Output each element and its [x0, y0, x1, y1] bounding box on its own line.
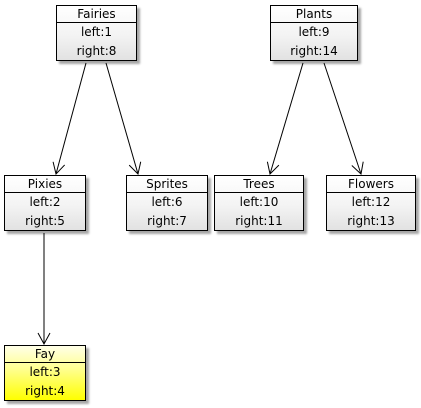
node-left-value: left:9 [298, 25, 330, 39]
node-right-value: right:5 [25, 214, 65, 228]
node-fay[interactable]: Fay left:3 right:4 [4, 345, 86, 401]
node-sprites[interactable]: Sprites left:6 right:7 [126, 175, 208, 231]
node-title: Plants [271, 6, 357, 23]
node-title: Trees [215, 176, 303, 193]
node-title: Flowers [327, 176, 415, 193]
node-title: Fairies [57, 6, 136, 23]
edge-fairies-pixies [52, 62, 87, 176]
node-left-value: left:3 [29, 365, 61, 379]
node-right-value: right:4 [25, 384, 65, 398]
edge-fairies-sprites [105, 62, 142, 176]
node-left-value: left:2 [29, 195, 61, 209]
node-fairies[interactable]: Fairies left:1 right:8 [56, 5, 137, 61]
node-title: Fay [5, 346, 85, 363]
node-plants[interactable]: Plants left:9 right:14 [270, 5, 358, 61]
node-pixies[interactable]: Pixies left:2 right:5 [4, 175, 86, 231]
node-title: Sprites [127, 176, 207, 193]
node-left-value: left:12 [351, 195, 391, 209]
node-left-value: left:6 [151, 195, 183, 209]
node-flowers[interactable]: Flowers left:12 right:13 [326, 175, 416, 231]
node-right-value: right:8 [76, 44, 117, 58]
node-title: Pixies [5, 176, 85, 193]
node-right-value: right:11 [235, 214, 283, 228]
edge-plants-trees [266, 62, 304, 176]
node-trees[interactable]: Trees left:10 right:11 [214, 175, 304, 231]
node-right-value: right:7 [147, 214, 187, 228]
node-left-value: left:10 [239, 195, 279, 209]
edge-plants-flowers [323, 62, 364, 175]
node-right-value: right:13 [347, 214, 395, 228]
node-left-value: left:1 [80, 25, 113, 39]
node-right-value: right:14 [290, 44, 338, 58]
